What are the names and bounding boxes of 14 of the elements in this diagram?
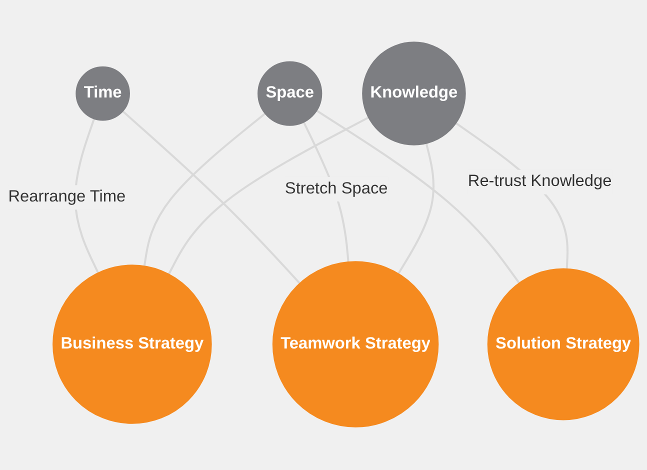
connector [398, 144, 434, 275]
node-circle: Space [258, 62, 322, 126]
edge-label: Re-trust Knowledge [468, 173, 612, 191]
node-circle: Time [76, 66, 130, 122]
node-circle: Business Strategy [52, 265, 212, 424]
connector [316, 110, 520, 284]
connector [122, 110, 300, 284]
edge-label: Rearrange Time [8, 188, 126, 206]
node-circle: Teamwork Strategy [272, 262, 439, 428]
node-circle: Solution Strategy [487, 268, 640, 421]
edge-label: Stretch Space [284, 180, 388, 198]
connector [143, 113, 266, 267]
connector [168, 117, 369, 276]
node-circle: Knowledge [362, 42, 466, 146]
